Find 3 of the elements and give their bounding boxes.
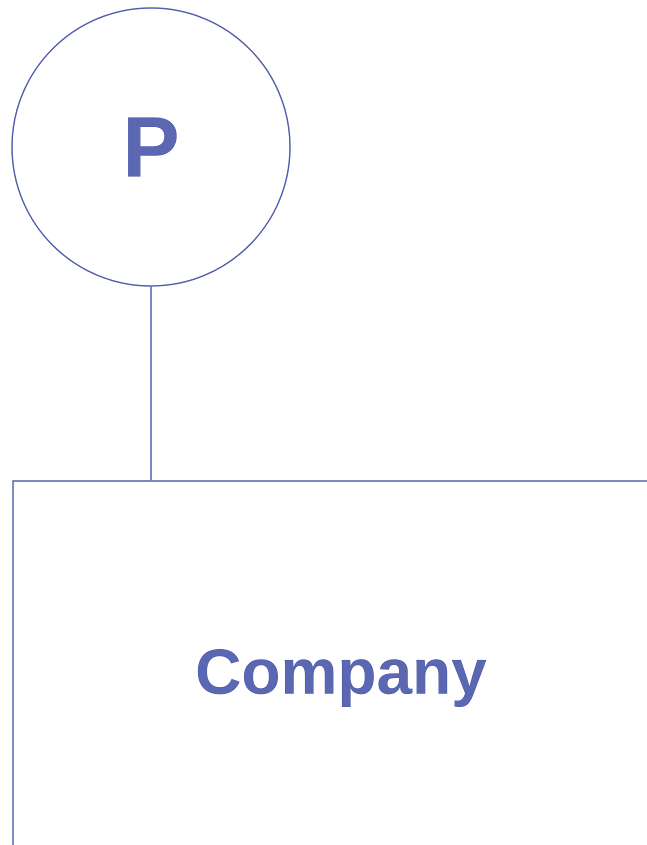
company-box: Company — [12, 480, 647, 845]
circle-node: P — [11, 7, 291, 287]
connector-line — [150, 286, 152, 480]
